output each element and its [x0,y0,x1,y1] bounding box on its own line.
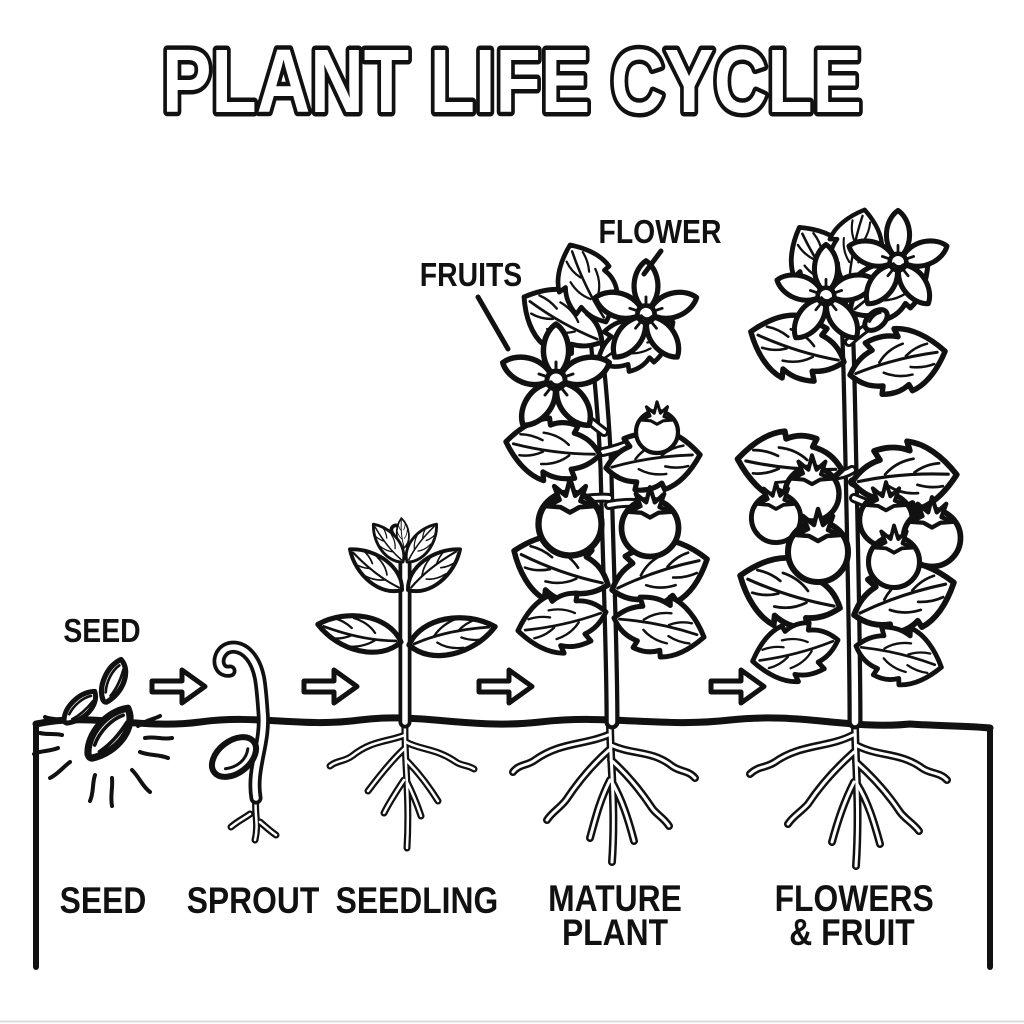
ground-line [32,714,994,732]
stage-label-flowers-fruit: FLOWERS & FRUIT [774,878,934,953]
arrow-icon [479,670,532,703]
stage-label-seed: SEED [59,880,147,921]
flower-pointer-line [641,248,664,277]
arrow-icon [152,670,205,703]
fruits-callout-label: FRUITS [419,256,523,293]
flower-callout-label: FLOWER [598,213,722,250]
arrow-icon [304,670,357,703]
fruits-pointer-line [475,294,511,352]
seed-stage-drawing [32,659,174,808]
stage-label-seedling: SEEDLING [335,880,499,921]
tomato-fruit [622,487,679,556]
sprout-stage-drawing [208,647,276,840]
stage-label-sprout: SPROUT [186,880,320,921]
flower-bud [862,307,890,333]
stage-label-mature-plant: MATURE PLANT [548,878,682,953]
mature-plant-drawing [499,234,717,862]
arrow-icon [711,670,764,703]
page-title: PLANT LIFE CYCLE [162,32,862,132]
flowers-fruit-plant-drawing [729,204,964,866]
tomato-fruit [539,479,602,556]
tomato-fruit [636,402,678,453]
seed-callout-label: SEED [63,612,141,649]
